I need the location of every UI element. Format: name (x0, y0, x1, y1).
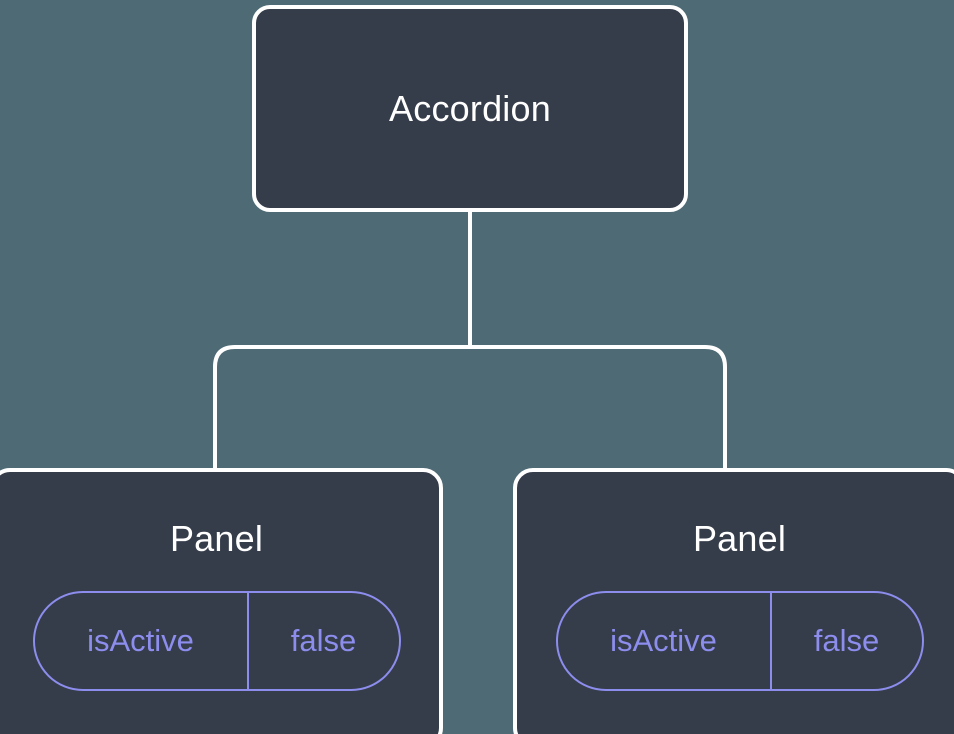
node-panel-0[interactable]: Panel isActive false (0, 468, 443, 734)
node-panel-1[interactable]: Panel isActive false (513, 468, 954, 734)
prop-value-label: false (769, 592, 922, 689)
edge-to-panel-1 (470, 345, 727, 472)
node-panel-1-title: Panel (692, 518, 787, 559)
prop-key-label: isActive (87, 623, 194, 659)
node-panel-0-title: Panel (169, 518, 264, 559)
node-panel-1-prop-isactive[interactable]: isActive false (555, 590, 924, 691)
edge-to-panel-0 (213, 345, 470, 472)
prop-key-label: isActive (610, 623, 717, 659)
node-accordion[interactable]: Accordion (252, 5, 688, 212)
node-panel-0-prop-isactive[interactable]: isActive false (32, 590, 401, 691)
prop-value-label: false (246, 592, 399, 689)
node-accordion-title: Accordion (389, 87, 551, 129)
